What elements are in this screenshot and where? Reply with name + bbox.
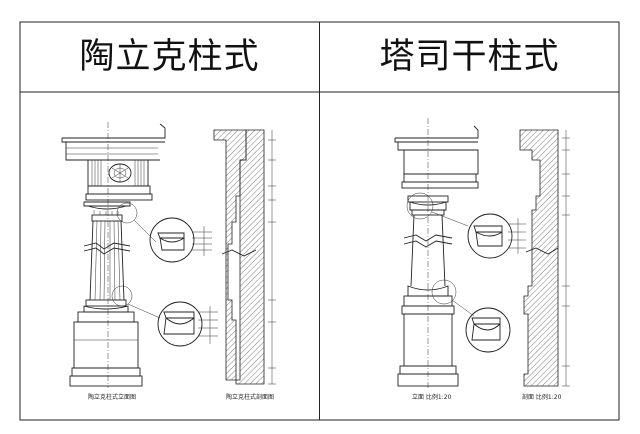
panel-title-tuscan: 塔司干柱式 [379, 37, 560, 77]
tuscan-front-elevation [394, 118, 479, 388]
tuscan-section [519, 129, 570, 387]
doric-front-elevation [61, 122, 166, 388]
doric-capital-detail [116, 202, 212, 263]
caption-tuscan-side: 剖面 比例1:20 [522, 394, 562, 401]
doric-base-detail [111, 285, 218, 347]
caption-doric-front: 陶立克柱式立面图 [88, 394, 137, 401]
caption-doric-side: 陶立克柱式剖面图 [226, 394, 275, 401]
doric-section [213, 129, 276, 385]
table-grid [19, 21, 620, 421]
caption-tuscan-front: 立面 比例1:20 [412, 394, 452, 401]
tuscan-capital-detail [406, 192, 526, 259]
tuscan-base-detail [431, 279, 511, 353]
panel-title-doric: 陶立克柱式 [79, 37, 260, 77]
